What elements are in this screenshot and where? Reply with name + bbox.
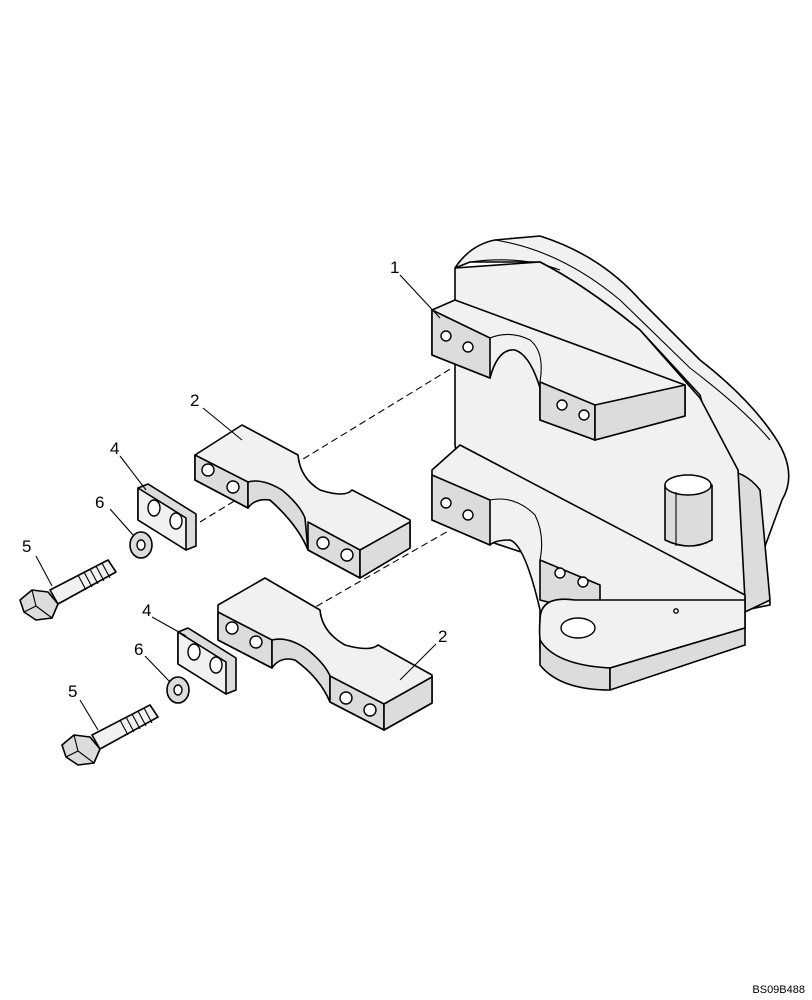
callout-washer-upper: 6 — [95, 493, 104, 512]
callout-shim-upper: 4 — [110, 439, 119, 458]
clamp-block-lower — [217, 577, 433, 731]
washer-lower — [166, 676, 190, 704]
callout-bolt-lower: 5 — [68, 682, 77, 701]
mounting-bracket — [431, 235, 790, 691]
callout-labels: 1 2 2 4 4 6 6 5 5 — [22, 258, 447, 701]
bolt-lower — [61, 704, 159, 766]
clamp-block-upper — [194, 424, 411, 579]
shim-lower — [177, 627, 237, 695]
bolt-upper — [19, 559, 117, 621]
bushing — [664, 474, 713, 547]
washer-upper — [129, 531, 153, 559]
callout-clamp-upper: 2 — [190, 391, 199, 410]
callout-clamp-lower: 2 — [438, 627, 447, 646]
callout-bolt-upper: 5 — [22, 537, 31, 556]
callout-bracket: 1 — [390, 258, 399, 277]
shim-upper — [137, 483, 197, 551]
drawing-code: BS09B488 — [752, 984, 805, 996]
leader-lines — [35, 274, 441, 731]
callout-washer-lower: 6 — [134, 640, 143, 659]
callout-shim-lower: 4 — [142, 601, 151, 620]
